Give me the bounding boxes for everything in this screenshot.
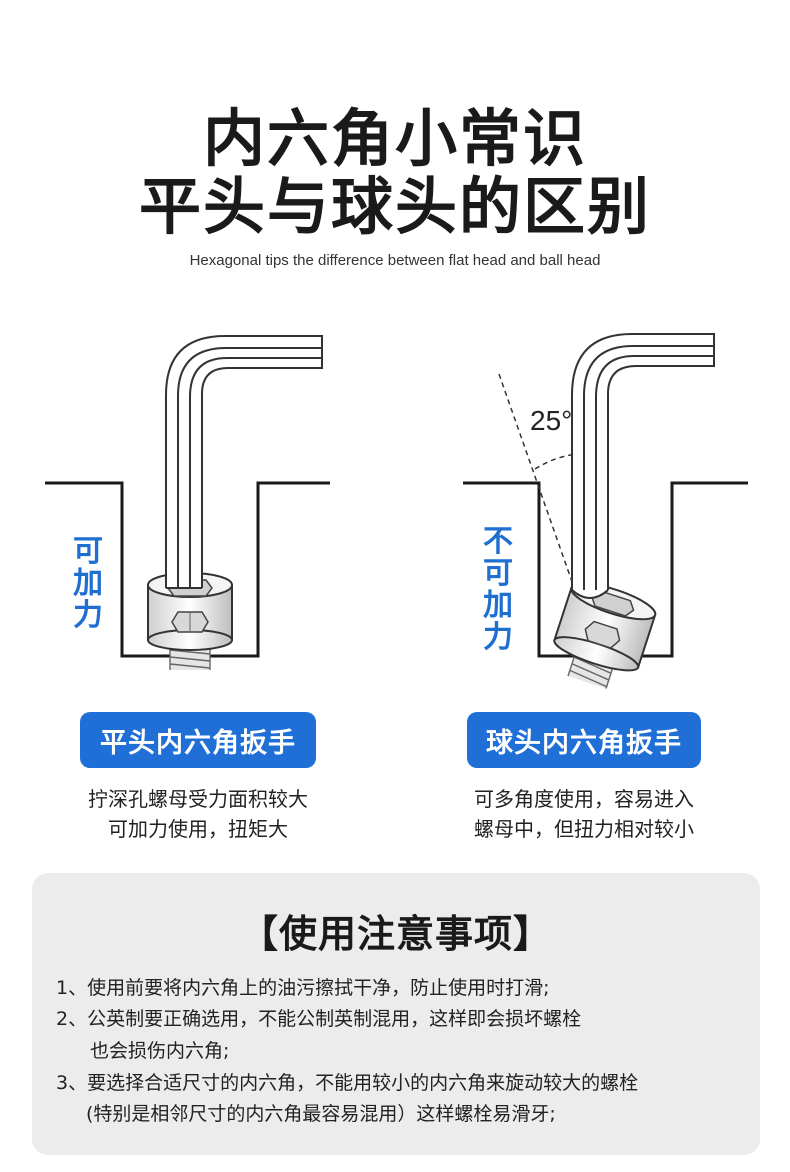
ball-head-description: 可多角度使用，容易进入 螺母中，但扭力相对较小 (426, 784, 742, 844)
angle-label: 25° (530, 405, 572, 436)
angle-arc (534, 453, 579, 470)
flat-side-label-char: 可 (73, 534, 103, 569)
note-item: 3、要选择合适尺寸的内六角，不能用较小的内六角来旋动较大的螺栓 (56, 1072, 639, 1094)
flat-side-label-char: 力 (73, 598, 103, 633)
usage-notes-title: 【使用注意事项】 (239, 912, 552, 956)
flat-head-illustration (45, 335, 330, 670)
ball-head-wrench-badge: 球头内六角扳手 (467, 712, 701, 768)
ball-head-illustration: 25° (463, 333, 748, 689)
wrench-comparison-diagram: 25° (45, 333, 748, 689)
ball-desc-line: 可多角度使用，容易进入 (474, 787, 694, 811)
page-title-line-2: 平头与球头的区别 (138, 170, 651, 243)
note-item-continuation: 也会损伤内六角; (90, 1040, 230, 1062)
flat-hex-key (165, 335, 323, 589)
ball-hex-key (571, 333, 715, 599)
ball-side-label-char: 加 (483, 588, 513, 623)
flat-head-description: 拧深孔螺母受力面积较大 可加力使用，扭矩大 (40, 784, 356, 844)
flat-desc-line: 可加力使用，扭矩大 (108, 817, 288, 841)
ball-side-label-char: 不 (483, 524, 513, 559)
note-item: 2、公英制要正确选用，不能公制英制混用，这样即会损坏螺栓 (56, 1008, 582, 1030)
ball-desc-line: 螺母中，但扭力相对较小 (474, 817, 694, 841)
page-subtitle: Hexagonal tips the difference between fl… (189, 252, 601, 269)
note-item-continuation: (特别是相邻尺寸的内六角最容易混用）这样螺栓易滑牙; (86, 1103, 556, 1125)
ball-side-label: 不 可 加 力 (480, 526, 516, 654)
ball-side-label-char: 力 (483, 620, 513, 655)
usage-notes-panel: 【使用注意事项】 1、使用前要将内六角上的油污擦拭干净，防止使用时打滑; 2、公… (32, 873, 760, 1155)
angle-guide-line (498, 373, 578, 597)
flat-side-label: 可 加 力 (70, 536, 106, 632)
ball-side-label-char: 可 (483, 556, 513, 591)
page-title-line-1: 内六角小常识 (202, 102, 587, 175)
note-item: 1、使用前要将内六角上的油污擦拭干净，防止使用时打滑; (56, 977, 550, 999)
flat-head-wrench-badge: 平头内六角扳手 (80, 712, 316, 768)
flat-side-label-char: 加 (73, 566, 103, 601)
flat-desc-line: 拧深孔螺母受力面积较大 (88, 787, 308, 811)
